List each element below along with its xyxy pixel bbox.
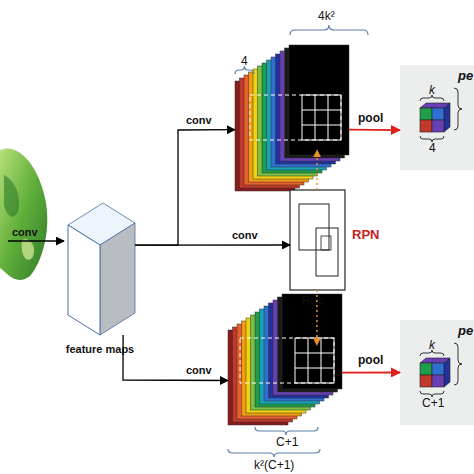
position-grid	[302, 95, 341, 140]
node-label: C+1	[276, 436, 298, 449]
node-label: pe	[458, 69, 473, 83]
connector-arrow	[135, 130, 235, 246]
connector-arrow	[316, 290, 318, 345]
input-image	[0, 148, 47, 280]
node-label: C+1	[422, 397, 444, 410]
pooled-cube	[420, 103, 450, 132]
brace	[228, 449, 320, 457]
edge-label: pool	[358, 112, 383, 125]
image-texture	[22, 239, 34, 260]
node-label: 4k²	[318, 10, 335, 23]
feature-map-side	[100, 223, 135, 335]
roi-rect	[321, 236, 331, 250]
output-panel	[400, 65, 474, 170]
node-label: k	[429, 339, 435, 352]
connector-arrow	[123, 335, 228, 381]
connector-arrow	[349, 129, 400, 131]
rpn-box: RPNRois	[290, 190, 345, 290]
pooled-output: k peC+1	[400, 320, 474, 425]
node-label: 4	[429, 142, 436, 155]
connector-arrow	[316, 150, 318, 190]
edge-label: conv	[186, 364, 212, 376]
input-arrow	[8, 240, 64, 241]
pooled-cube	[420, 358, 450, 387]
edge-label: conv	[232, 229, 258, 241]
node-label: Rois	[302, 294, 324, 306]
output-panel	[400, 320, 474, 425]
score-map-stack: C+1k²(C+1)	[228, 294, 342, 425]
node-label: feature maps	[55, 343, 145, 355]
brace	[255, 427, 318, 435]
node-label: k²(C+1)	[254, 459, 294, 472]
node-label: RPN	[352, 228, 379, 242]
node-label: k	[429, 84, 435, 97]
score-map-stack	[228, 294, 342, 425]
pooled-output: k pe 4	[400, 65, 474, 170]
score-map-stack	[235, 45, 349, 191]
edge-label: pool	[358, 354, 383, 367]
node-label: pe	[458, 324, 473, 338]
roi-rect	[299, 204, 329, 250]
feature-map-block: feature maps	[65, 203, 135, 335]
connector-arrow	[135, 244, 290, 245]
roi-dashed-box	[250, 95, 341, 140]
brace	[420, 88, 462, 397]
score-map-stack: 4k²4	[235, 45, 349, 191]
node-label: 4	[241, 55, 248, 68]
rpn-box	[290, 190, 345, 290]
brace	[290, 25, 368, 35]
feature-map-front	[68, 225, 100, 335]
image-texture	[4, 175, 19, 217]
roi-dashed-box	[240, 338, 334, 383]
position-grid	[295, 338, 334, 383]
connector-arrow	[342, 372, 400, 374]
roi-rect	[316, 228, 338, 276]
edge-label: conv	[186, 114, 212, 126]
free-label: conv	[12, 226, 38, 238]
